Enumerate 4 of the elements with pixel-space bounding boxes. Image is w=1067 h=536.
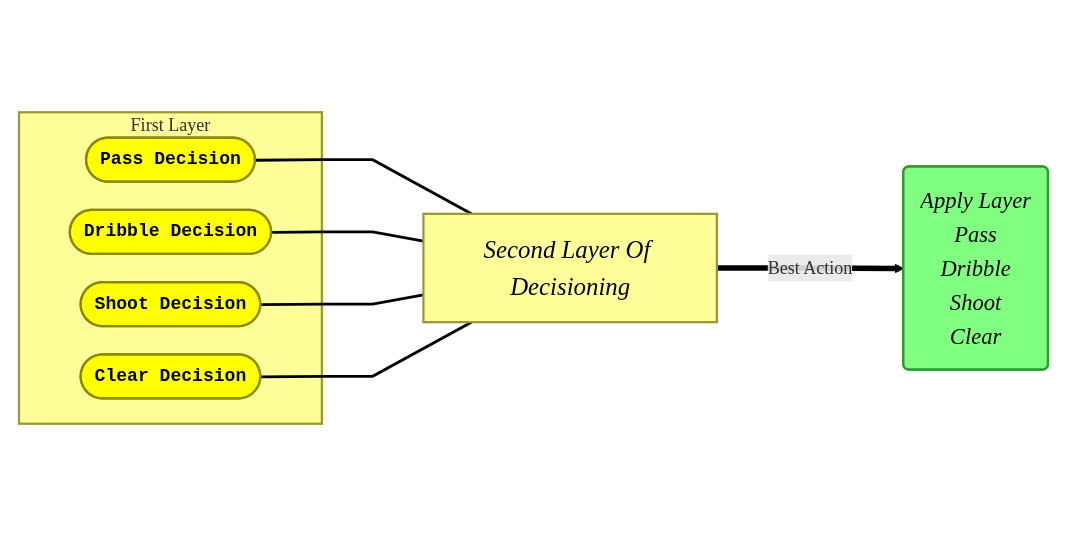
connector (271, 230, 424, 243)
node-box: Second Layer Of Decisioning (422, 212, 718, 324)
edge-label: Best Action (767, 257, 853, 278)
connector (260, 293, 424, 307)
